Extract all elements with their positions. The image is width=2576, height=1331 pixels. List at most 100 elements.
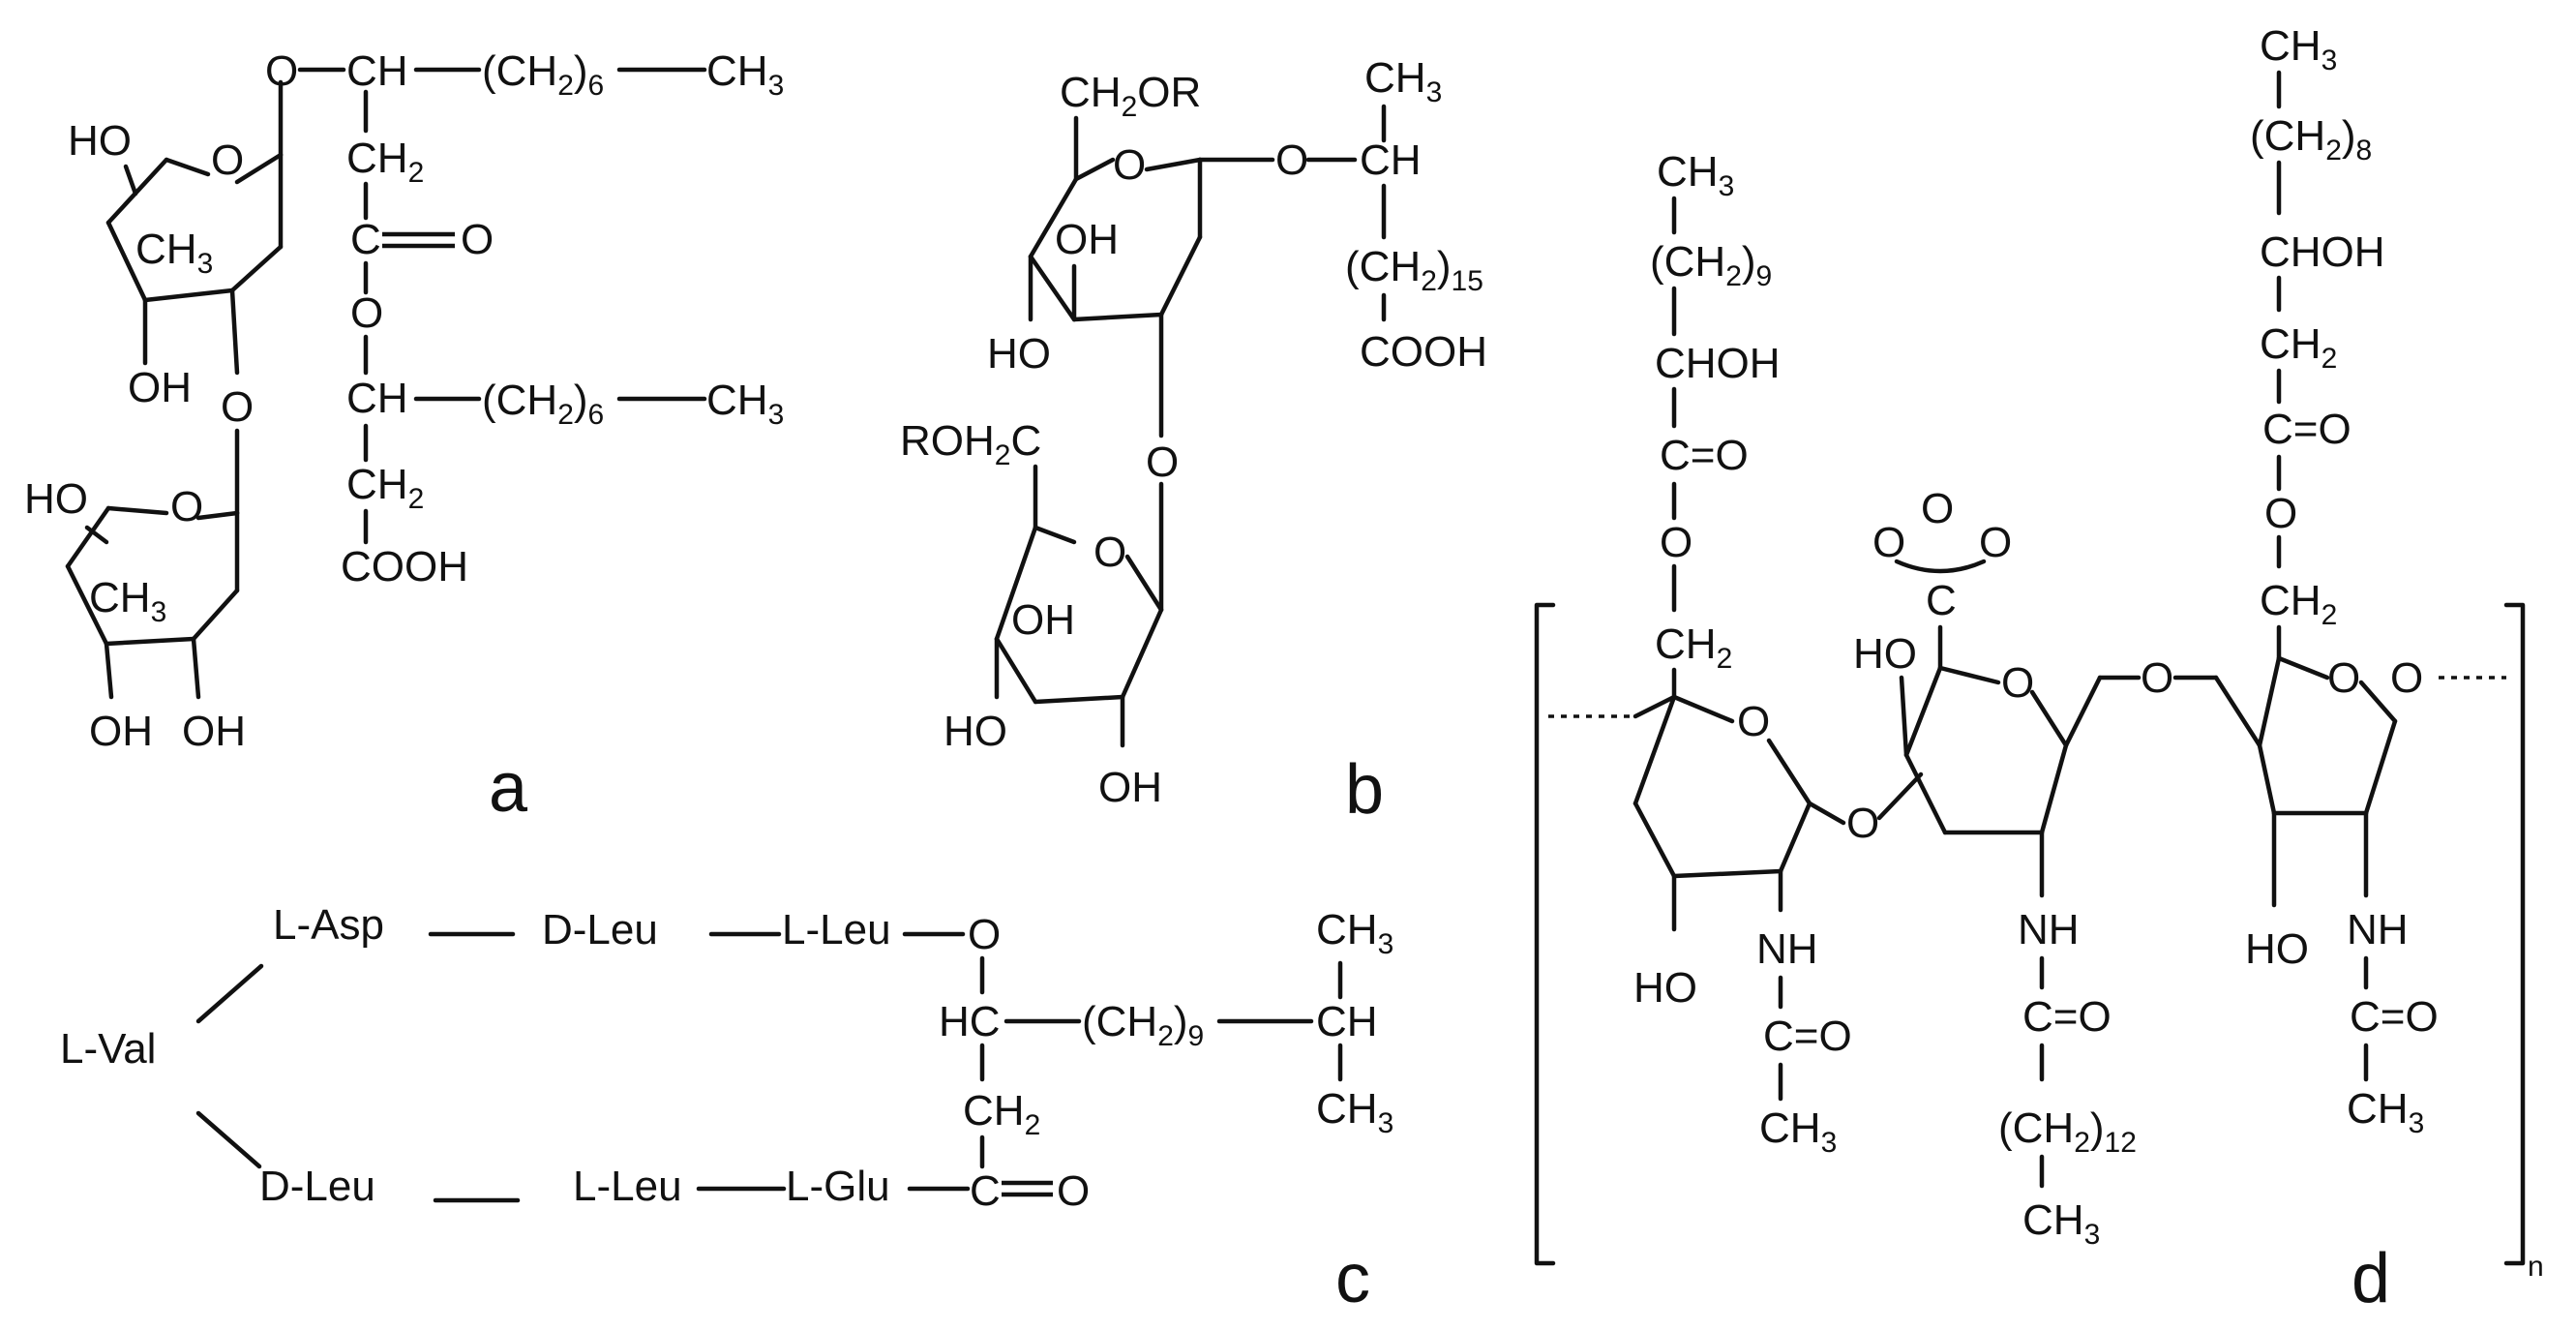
d-r3-o1: O: [2327, 654, 2360, 702]
d-link-o2: O: [2141, 654, 2173, 702]
d-r3-ho: HO: [2245, 925, 2309, 973]
d-r-o: O: [2264, 490, 2297, 537]
c-ch: CH: [1316, 998, 1378, 1045]
d-r-ch2b: CH2: [2260, 577, 2337, 631]
a-ch2-mid: (CH2)6: [482, 377, 604, 431]
a-o-ester: O: [350, 289, 383, 337]
d-l-o: O: [1660, 519, 1692, 566]
c-dleu2: D-Leu: [259, 1163, 375, 1210]
d-r3-ch3: CH3: [2347, 1085, 2424, 1139]
d-m-o3: O: [1979, 519, 2012, 566]
d-r1-ch3: CH3: [1759, 1104, 1837, 1159]
a-oh2: OH: [89, 708, 153, 755]
c-ch2: CH2: [963, 1087, 1040, 1141]
d-r-choh: CHOH: [2260, 228, 2385, 276]
c-o: O: [968, 911, 1001, 958]
d-r3-nh: NH: [2347, 906, 2409, 953]
d-r3-o2: O: [2390, 654, 2423, 702]
b-oh-c: OH: [1098, 764, 1162, 811]
d-l-ch2: CH2: [1655, 620, 1732, 675]
d-sub-n: n: [2528, 1251, 2544, 1283]
c-ch3-bot: CH3: [1316, 1085, 1393, 1139]
a-ch3-top: CH3: [706, 47, 784, 102]
c-hc: HC: [939, 998, 1001, 1045]
c-o-eq: O: [1057, 1167, 1090, 1215]
d-r-ch2a: CH2: [2260, 320, 2337, 375]
a-cooh: COOH: [341, 543, 468, 590]
d-m-ho: HO: [1853, 630, 1917, 678]
b-o-ring2: O: [1093, 529, 1126, 576]
d-l-ch2-9: (CH2)9: [1650, 238, 1772, 292]
a-ch2-low: CH2: [346, 461, 424, 515]
structure-c: L-Val L-Asp D-Leu L-Leu O HC (CH2)9 CH C…: [60, 901, 1393, 1317]
d-r1-nh: NH: [1756, 925, 1818, 973]
d-r3-c-eq: C=O: [2350, 993, 2439, 1041]
a-ho1: HO: [68, 117, 132, 165]
structure-a: O CH (CH2)6 CH3 CH2 C O O CH (CH2)6 CH3 …: [24, 47, 784, 827]
c-ch3-top: CH3: [1316, 906, 1393, 960]
a-o-eq: O: [461, 216, 494, 263]
c-lleu1: L-Leu: [782, 906, 891, 953]
label-d: d: [2351, 1240, 2390, 1317]
c-lval: L-Val: [60, 1025, 156, 1073]
d-m-c-eq: C=O: [2022, 993, 2112, 1041]
a-oh3: OH: [182, 708, 246, 755]
a-ho2: HO: [24, 475, 88, 523]
b-o-ring: O: [1113, 141, 1146, 189]
c-lasp: L-Asp: [273, 901, 384, 949]
label-c: c: [1335, 1240, 1370, 1317]
b-ch: CH: [1360, 136, 1422, 184]
b-o-link: O: [1146, 439, 1179, 486]
d-r1-c-eq: C=O: [1763, 1013, 1852, 1060]
b-o-gly: O: [1275, 136, 1308, 184]
c-ch2-9: (CH2)9: [1082, 998, 1204, 1052]
a-ch-mid: CH: [346, 375, 408, 422]
b-cooh: COOH: [1360, 328, 1487, 376]
label-b: b: [1345, 751, 1384, 829]
d-m-c: C: [1926, 577, 1957, 624]
c-dleu1: D-Leu: [542, 906, 658, 953]
d-l-ch3: CH3: [1657, 148, 1734, 202]
d-r-ch2-8: (CH2)8: [2250, 112, 2372, 166]
b-roh2c: ROH2C: [900, 417, 1041, 471]
d-r-c-eq: C=O: [2262, 406, 2351, 453]
b-oh-a: OH: [1055, 216, 1119, 263]
a-ch3-mid: CH3: [706, 377, 784, 431]
b-ho-b: HO: [944, 708, 1007, 755]
c-lleu2: L-Leu: [573, 1163, 682, 1210]
d-link-o1: O: [1846, 800, 1879, 847]
d-r1-ho: HO: [1633, 964, 1697, 1012]
a-oh1: OH: [128, 364, 192, 411]
a-o-link: O: [221, 383, 254, 431]
d-r1-o: O: [1737, 698, 1770, 745]
d-m-ch2-12: (CH2)12: [1998, 1104, 2137, 1159]
structure-d: n CH3 (CH2)9 CHOH C=O O CH2 O HO NH C=O …: [1534, 22, 2544, 1317]
a-ch3-ring2: CH3: [89, 574, 166, 628]
structure-b: CH2OR O OH HO O CH CH3 (CH2)15 COOH O RO…: [900, 54, 1487, 829]
c-c: C: [970, 1167, 1001, 1215]
a-ch2-a: CH2: [346, 135, 424, 189]
a-ch3-ring1: CH3: [135, 226, 213, 280]
d-l-c-eq: C=O: [1660, 432, 1749, 479]
a-ch-top: CH: [346, 47, 408, 95]
d-m-o-ring: O: [2001, 659, 2034, 707]
a-o-ring1: O: [211, 136, 244, 184]
d-m-ch3: CH3: [2022, 1196, 2100, 1251]
d-l-choh: CHOH: [1655, 340, 1781, 387]
c-lglu: L-Glu: [786, 1163, 890, 1210]
a-o-ring2: O: [170, 483, 203, 530]
d-r-ch3: CH3: [2260, 22, 2337, 76]
b-ch3: CH3: [1364, 54, 1442, 108]
b-ch2-15: (CH2)15: [1345, 243, 1483, 297]
d-m-nh: NH: [2018, 906, 2080, 953]
b-oh-b: OH: [1011, 596, 1075, 644]
a-ch2-top: (CH2)6: [482, 47, 604, 102]
label-a: a: [489, 749, 528, 827]
b-ch2or: CH2OR: [1060, 69, 1201, 123]
a-c-eq: C: [350, 216, 381, 263]
d-m-o1: O: [1872, 519, 1905, 566]
b-ho-a: HO: [987, 330, 1051, 378]
d-m-o2: O: [1921, 485, 1954, 532]
